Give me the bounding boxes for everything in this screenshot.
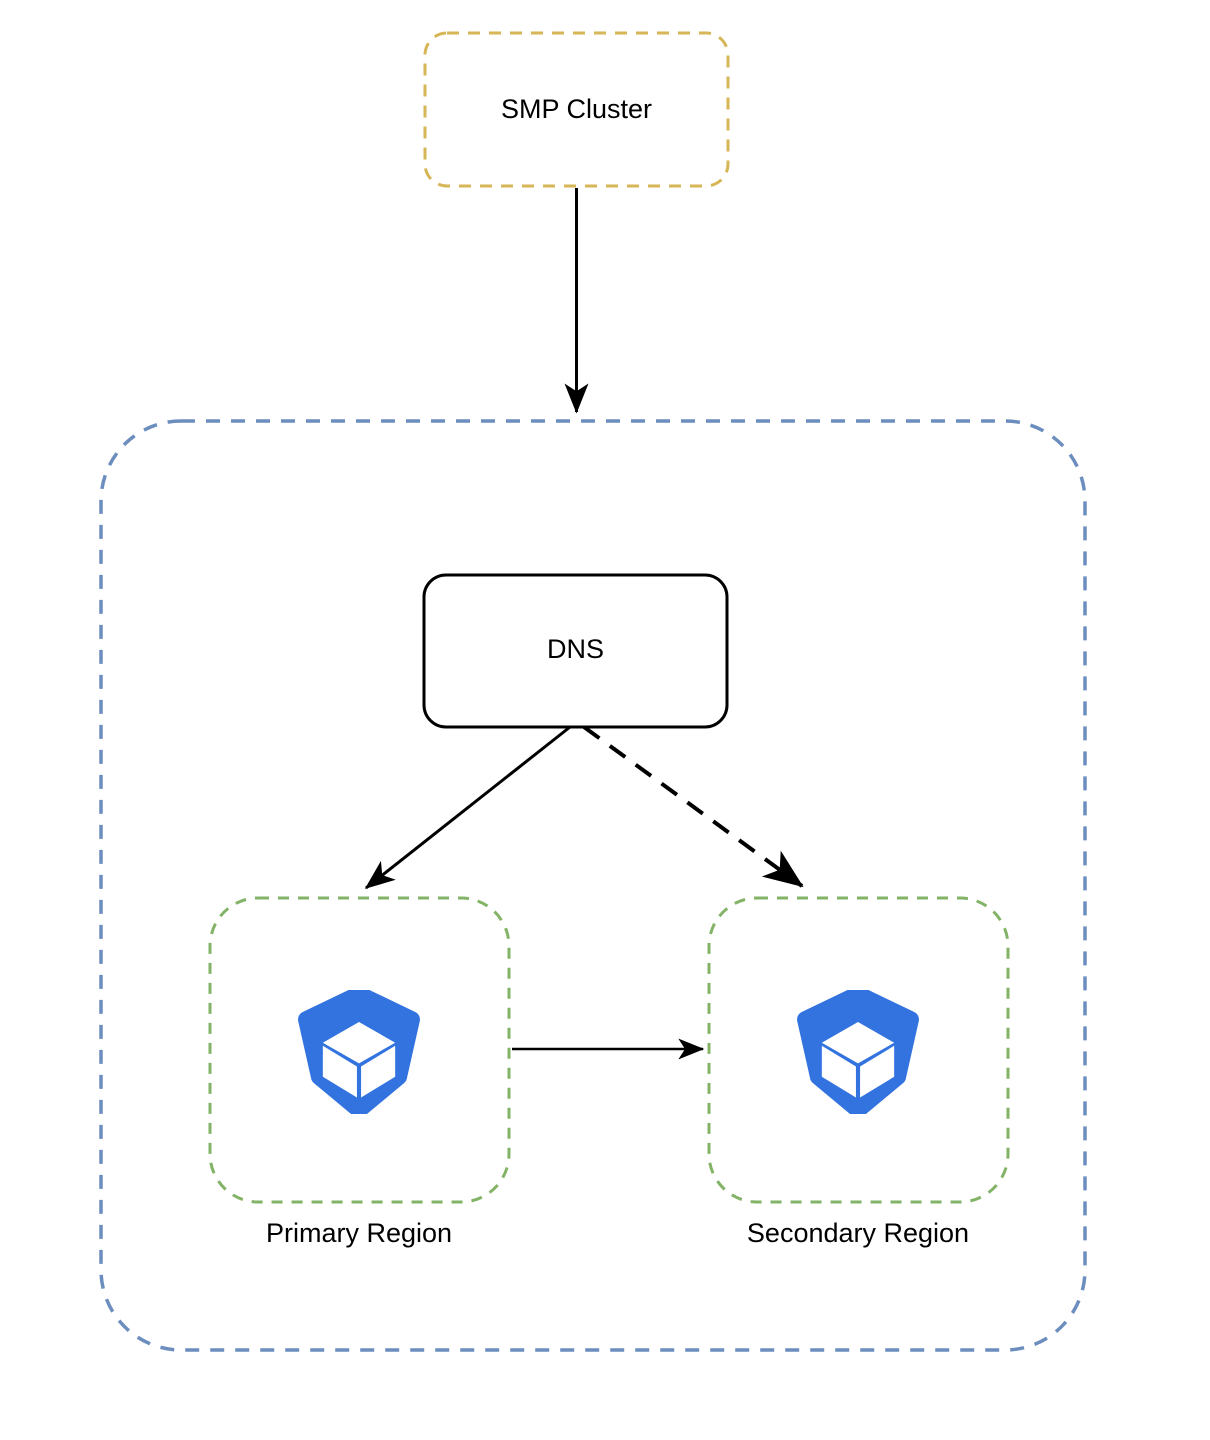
edge-dns-to-secondary-region[interactable] <box>582 725 804 888</box>
outer-container-box[interactable] <box>99 419 1087 1352</box>
edge-dns-to-primary-region[interactable] <box>364 725 571 890</box>
smp-cluster-box[interactable] <box>423 31 730 188</box>
dns-box[interactable] <box>422 573 729 729</box>
